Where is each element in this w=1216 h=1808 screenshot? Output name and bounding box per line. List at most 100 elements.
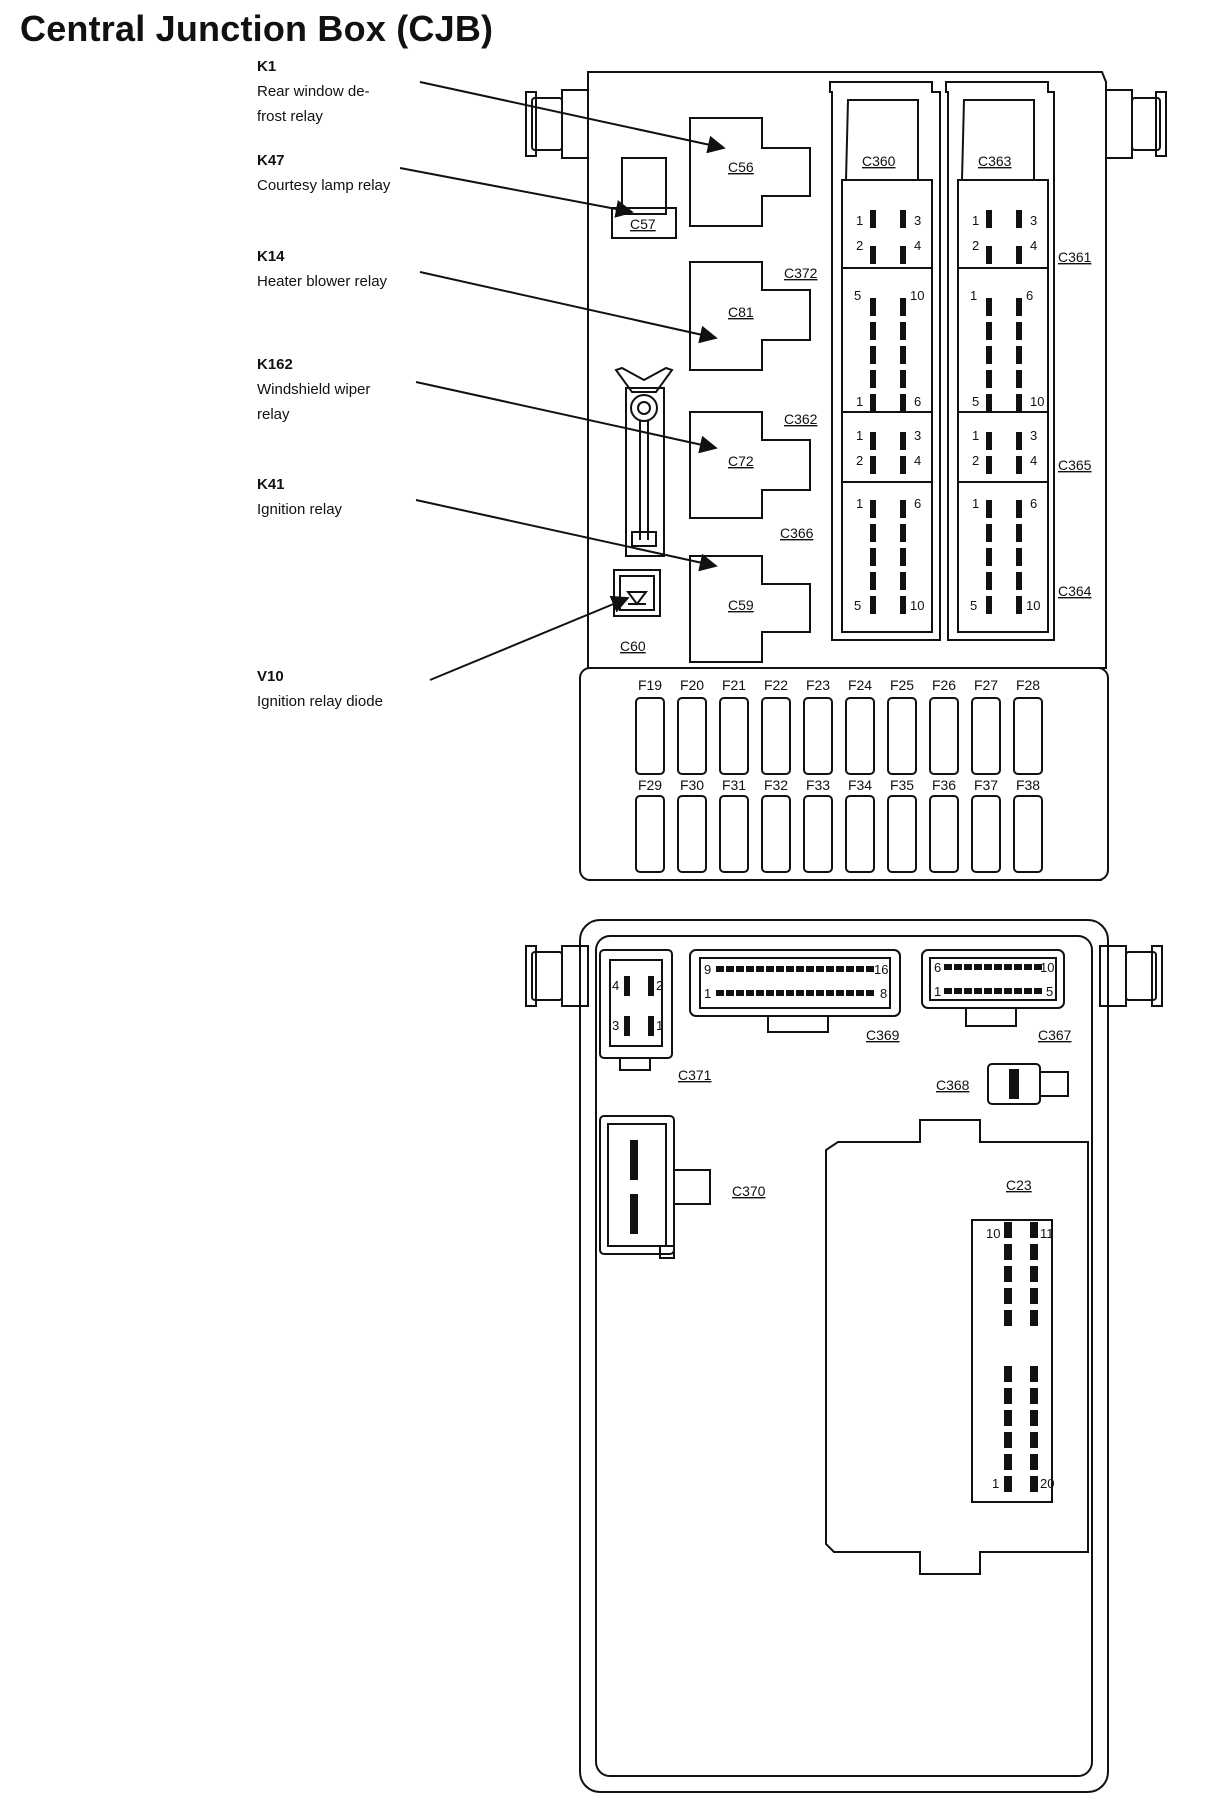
top-housing xyxy=(587,71,1107,669)
fuse-label: F22 xyxy=(764,677,788,693)
pin-label: 4 xyxy=(914,238,921,253)
fuse-label: F21 xyxy=(722,677,746,693)
pin xyxy=(746,990,754,996)
pin xyxy=(964,964,972,970)
pin xyxy=(870,394,876,412)
pin xyxy=(900,298,906,316)
fuse-label: F26 xyxy=(932,677,956,693)
fuse-label: F23 xyxy=(806,677,830,693)
callout-code: K47 xyxy=(257,152,285,169)
label-c365: C365 xyxy=(1058,457,1092,473)
pin xyxy=(986,322,992,340)
pin xyxy=(1030,1476,1038,1492)
leader-lines xyxy=(399,81,726,681)
callout-k47: K47 Courtesy lamp relay xyxy=(257,148,390,198)
pin-label: 6 xyxy=(1030,496,1037,511)
relay-c72 xyxy=(689,411,811,519)
label-c367: C367 xyxy=(1038,1027,1072,1043)
relay-c59 xyxy=(689,555,811,663)
pin xyxy=(630,1140,638,1180)
pin xyxy=(986,394,992,412)
top-panel-labels: C56 C81 C72 C59 C57 C60 C360 C363 C372 C… xyxy=(620,153,1092,654)
pin xyxy=(1034,964,1042,970)
connector-block-right xyxy=(945,81,1055,641)
fuse-label: F19 xyxy=(638,677,662,693)
pin xyxy=(1030,1288,1038,1304)
connector-c371 xyxy=(599,949,673,1071)
fuse-slot xyxy=(719,697,749,775)
pin xyxy=(900,572,906,590)
pin xyxy=(756,966,764,972)
bottom-right-mount-tab xyxy=(1099,945,1163,1007)
pin xyxy=(1016,246,1022,264)
pins-bottom xyxy=(624,964,1042,1492)
pin-label: 2 xyxy=(972,238,979,253)
pin xyxy=(736,966,744,972)
pin-label: 6 xyxy=(934,960,941,975)
connector-c367 xyxy=(921,949,1065,1027)
fuse-slot xyxy=(677,795,707,873)
pin xyxy=(1004,1244,1012,1260)
callout-desc: Windshield wiper xyxy=(257,381,371,398)
pin xyxy=(1016,322,1022,340)
pin xyxy=(984,964,992,970)
pin xyxy=(648,976,654,996)
left-mount-tab xyxy=(525,89,589,159)
pin xyxy=(986,524,992,542)
label-c370: C370 xyxy=(732,1183,766,1199)
fuse-slot xyxy=(971,795,1001,873)
pin xyxy=(900,370,906,388)
fuse-slot xyxy=(635,795,665,873)
relay-c56 xyxy=(689,117,811,227)
pin xyxy=(856,990,864,996)
pin xyxy=(900,500,906,518)
wiper-relay-holder xyxy=(614,366,674,557)
pin xyxy=(900,394,906,412)
pin-label: 3 xyxy=(612,1018,619,1033)
pin-label: 1 xyxy=(972,428,979,443)
fuse-label: F20 xyxy=(680,677,704,693)
pin-label: 2 xyxy=(856,238,863,253)
pin xyxy=(1016,432,1022,450)
pin xyxy=(716,966,724,972)
label-c56: C56 xyxy=(728,159,754,175)
pin-label: 10 xyxy=(910,598,924,613)
pin-label: 6 xyxy=(914,496,921,511)
page-title: Central Junction Box (CJB) xyxy=(20,8,494,49)
pin-label: 6 xyxy=(1026,288,1033,303)
pin xyxy=(816,966,824,972)
pin-label: 5 xyxy=(972,394,979,409)
pin xyxy=(716,990,724,996)
fuse-slot xyxy=(803,795,833,873)
pin xyxy=(766,966,774,972)
fuse-label: F37 xyxy=(974,777,998,793)
pin-label: 3 xyxy=(1030,213,1037,228)
pin xyxy=(870,500,876,518)
pin xyxy=(826,990,834,996)
pin xyxy=(1004,1222,1012,1238)
pin xyxy=(786,966,794,972)
pin xyxy=(1030,1410,1038,1426)
pin-label: 5 xyxy=(854,288,861,303)
pin xyxy=(1030,1266,1038,1282)
pin-label: 8 xyxy=(880,986,887,1001)
pin xyxy=(1016,596,1022,614)
pin xyxy=(1030,1244,1038,1260)
pin xyxy=(986,370,992,388)
pin-label: 1 xyxy=(856,394,863,409)
pin-label: 16 xyxy=(874,962,888,977)
connector-c369 xyxy=(689,949,901,1033)
pin xyxy=(1004,988,1012,994)
fuse-slot xyxy=(929,697,959,775)
leader-k47 xyxy=(399,167,634,218)
label-c81: C81 xyxy=(728,304,754,320)
fuse-label: F35 xyxy=(890,777,914,793)
pin-label: 10 xyxy=(1030,394,1044,409)
pin xyxy=(1016,572,1022,590)
fuse-slot xyxy=(1013,795,1043,873)
label-c363: C363 xyxy=(978,153,1012,169)
pin-label: 1 xyxy=(934,984,941,999)
pin xyxy=(974,988,982,994)
